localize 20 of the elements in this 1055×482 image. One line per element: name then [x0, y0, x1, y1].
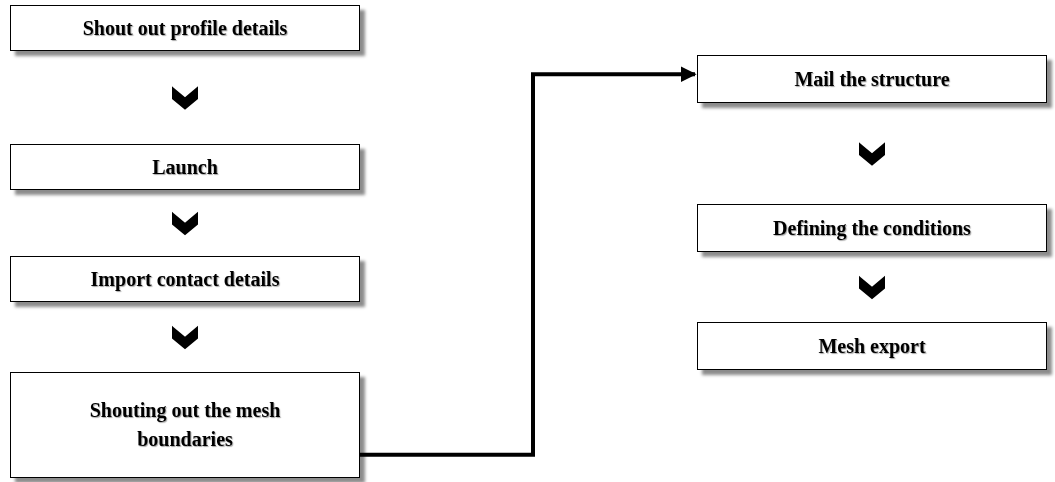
chevron-arrow [859, 142, 885, 166]
chevron-arrow [859, 275, 885, 300]
process-box [697, 55, 1047, 103]
chevron-arrow [172, 211, 198, 236]
process-box [10, 5, 360, 51]
box-label: Launch [152, 154, 218, 180]
process-box [697, 322, 1047, 370]
box-label: Mesh export [818, 333, 926, 360]
box-label: Defining the conditions [773, 215, 971, 242]
box-label: Shout out profile details [82, 15, 288, 42]
process-box [10, 144, 360, 190]
box-label: Mail the structure [794, 66, 950, 92]
chevron-arrow [172, 325, 198, 350]
chevron-arrow [172, 86, 198, 110]
process-box [10, 256, 360, 302]
arrow [360, 66, 697, 457]
box-label: Import contact details [90, 266, 280, 293]
box-label: Shouting out the mesh boundaries [88, 398, 282, 452]
process-box [10, 372, 360, 478]
process-box [697, 204, 1047, 252]
